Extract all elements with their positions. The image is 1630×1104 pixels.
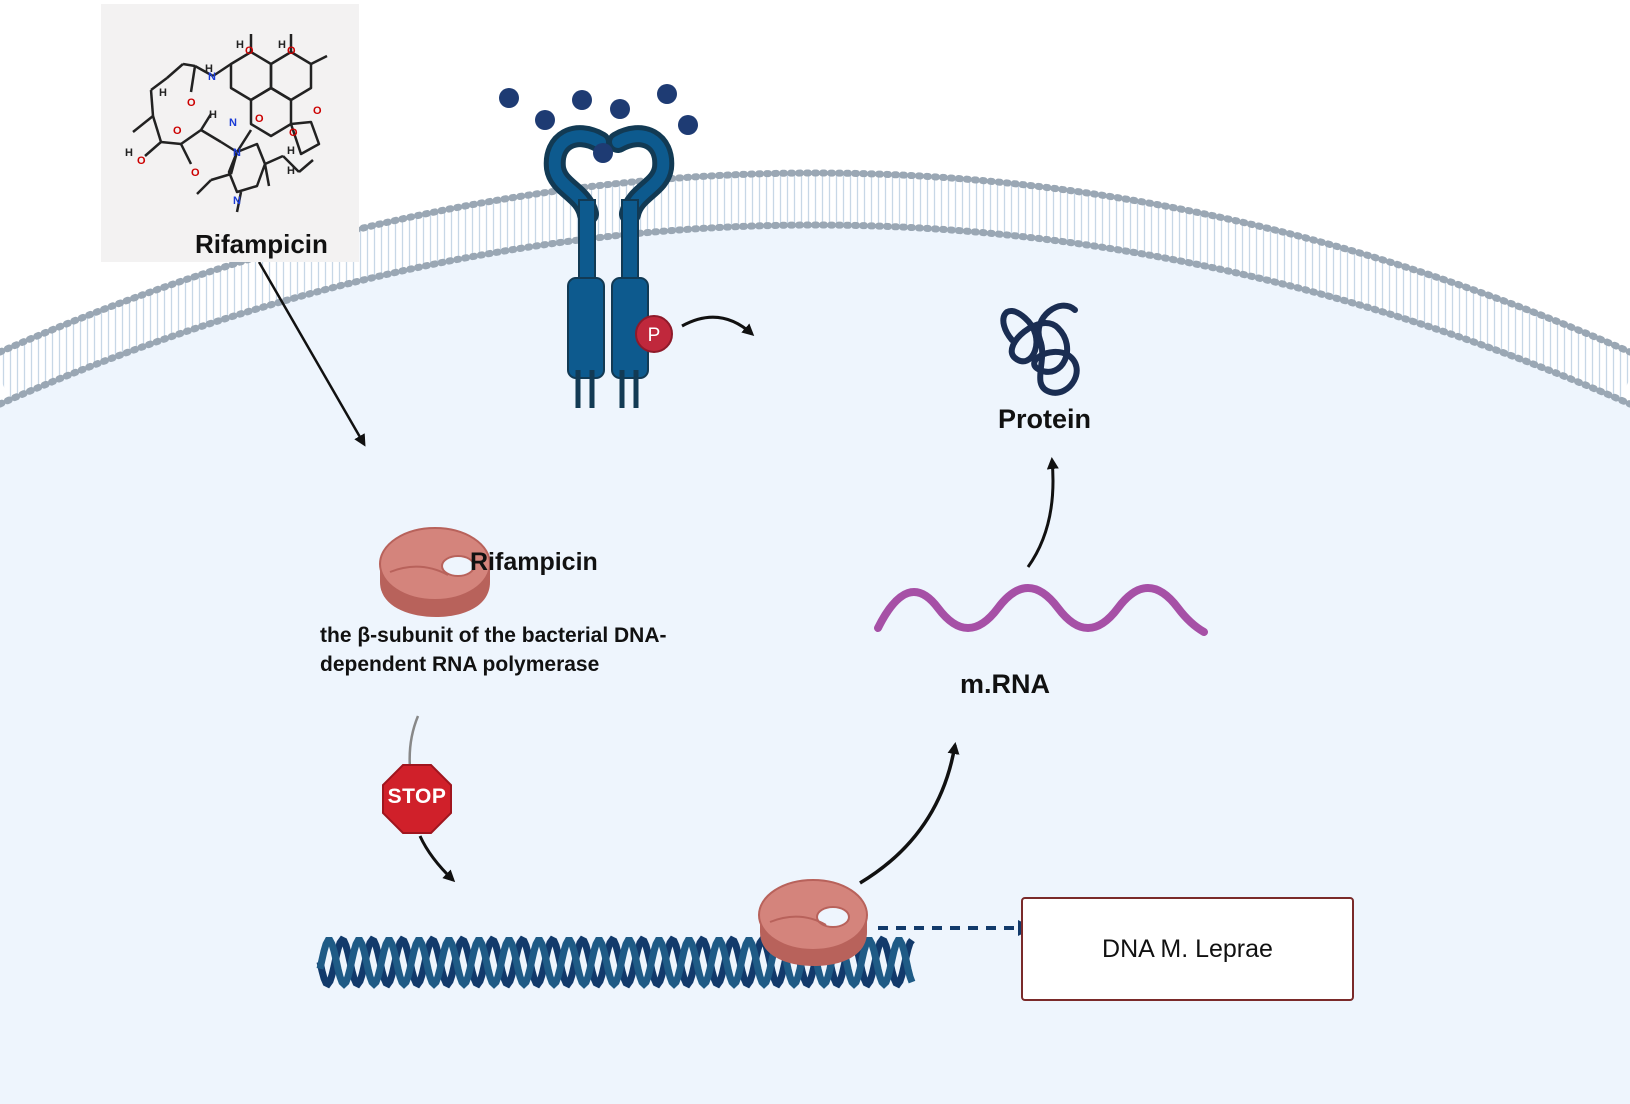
rifampicin-structure-icon: H O H O N H H O O O O N N H H H O O O H …: [125, 34, 328, 213]
ligand-dot-icon: [678, 115, 698, 135]
rifampicin-structure-panel: H O H O N H H O O O O N N H H H O O O H …: [101, 4, 359, 262]
translation-arrow: [1026, 457, 1059, 568]
svg-text:O: O: [173, 125, 182, 137]
svg-text:H: H: [205, 63, 213, 75]
svg-text:N: N: [229, 117, 237, 129]
svg-text:O: O: [289, 127, 298, 139]
rna-polymerase-icon: [379, 527, 491, 617]
phosphate-icon: P: [635, 315, 673, 353]
dna-box-label: DNA M. Leprae: [1102, 934, 1273, 963]
svg-text:O: O: [245, 45, 254, 57]
svg-text:H: H: [278, 39, 286, 51]
drug-entry-arrow: [257, 261, 366, 447]
svg-text:H: H: [159, 87, 167, 99]
ligand-dot-icon: [535, 110, 555, 130]
ligand-dot-icon: [610, 99, 630, 119]
svg-text:H: H: [287, 145, 295, 157]
svg-text:O: O: [255, 113, 264, 125]
ligand-dot-icon: [499, 88, 519, 108]
phosphate-label: P: [648, 325, 661, 346]
stop-connector: [408, 715, 420, 769]
ligand-dot-icon: [657, 84, 677, 104]
svg-text:O: O: [287, 45, 296, 57]
svg-text:H: H: [209, 109, 217, 121]
receptor-icon: [543, 125, 675, 408]
stop-sign-icon: [382, 764, 452, 834]
ligand-dots: [499, 84, 698, 135]
svg-text:H: H: [236, 39, 244, 51]
transcription-arrow: [859, 742, 960, 885]
stop-to-dna-arrow: [418, 835, 456, 883]
ligand-dot-icon: [572, 90, 592, 110]
cell-cytoplasm: [0, 227, 1630, 1104]
svg-text:N: N: [208, 71, 216, 83]
molecule-caption: Rifampicin: [195, 229, 328, 259]
svg-text:O: O: [137, 155, 146, 167]
dna-target-box: DNA M. Leprae: [1021, 897, 1354, 1001]
svg-text:O: O: [187, 97, 196, 109]
svg-text:N: N: [233, 195, 241, 207]
rna-polymerase-on-dna-icon: [758, 879, 868, 966]
svg-text:H: H: [125, 147, 133, 159]
svg-text:O: O: [313, 105, 322, 117]
mrna-wave-icon: [874, 584, 1208, 636]
protein-label: Protein: [998, 404, 1092, 434]
svg-text:N: N: [233, 147, 241, 159]
stop-sign-text: STOP: [387, 785, 447, 808]
phosphate-arrow: [681, 315, 755, 337]
polymerase-subunit-label: the β-subunit of the bacterial DNA-depen…: [320, 624, 667, 676]
mrna-label: m.RNA: [960, 669, 1051, 699]
bound-drug-label: Rifampicin: [470, 548, 598, 576]
protein-icon: [1000, 302, 1080, 396]
svg-text:H: H: [287, 165, 295, 177]
svg-text:O: O: [191, 167, 200, 179]
